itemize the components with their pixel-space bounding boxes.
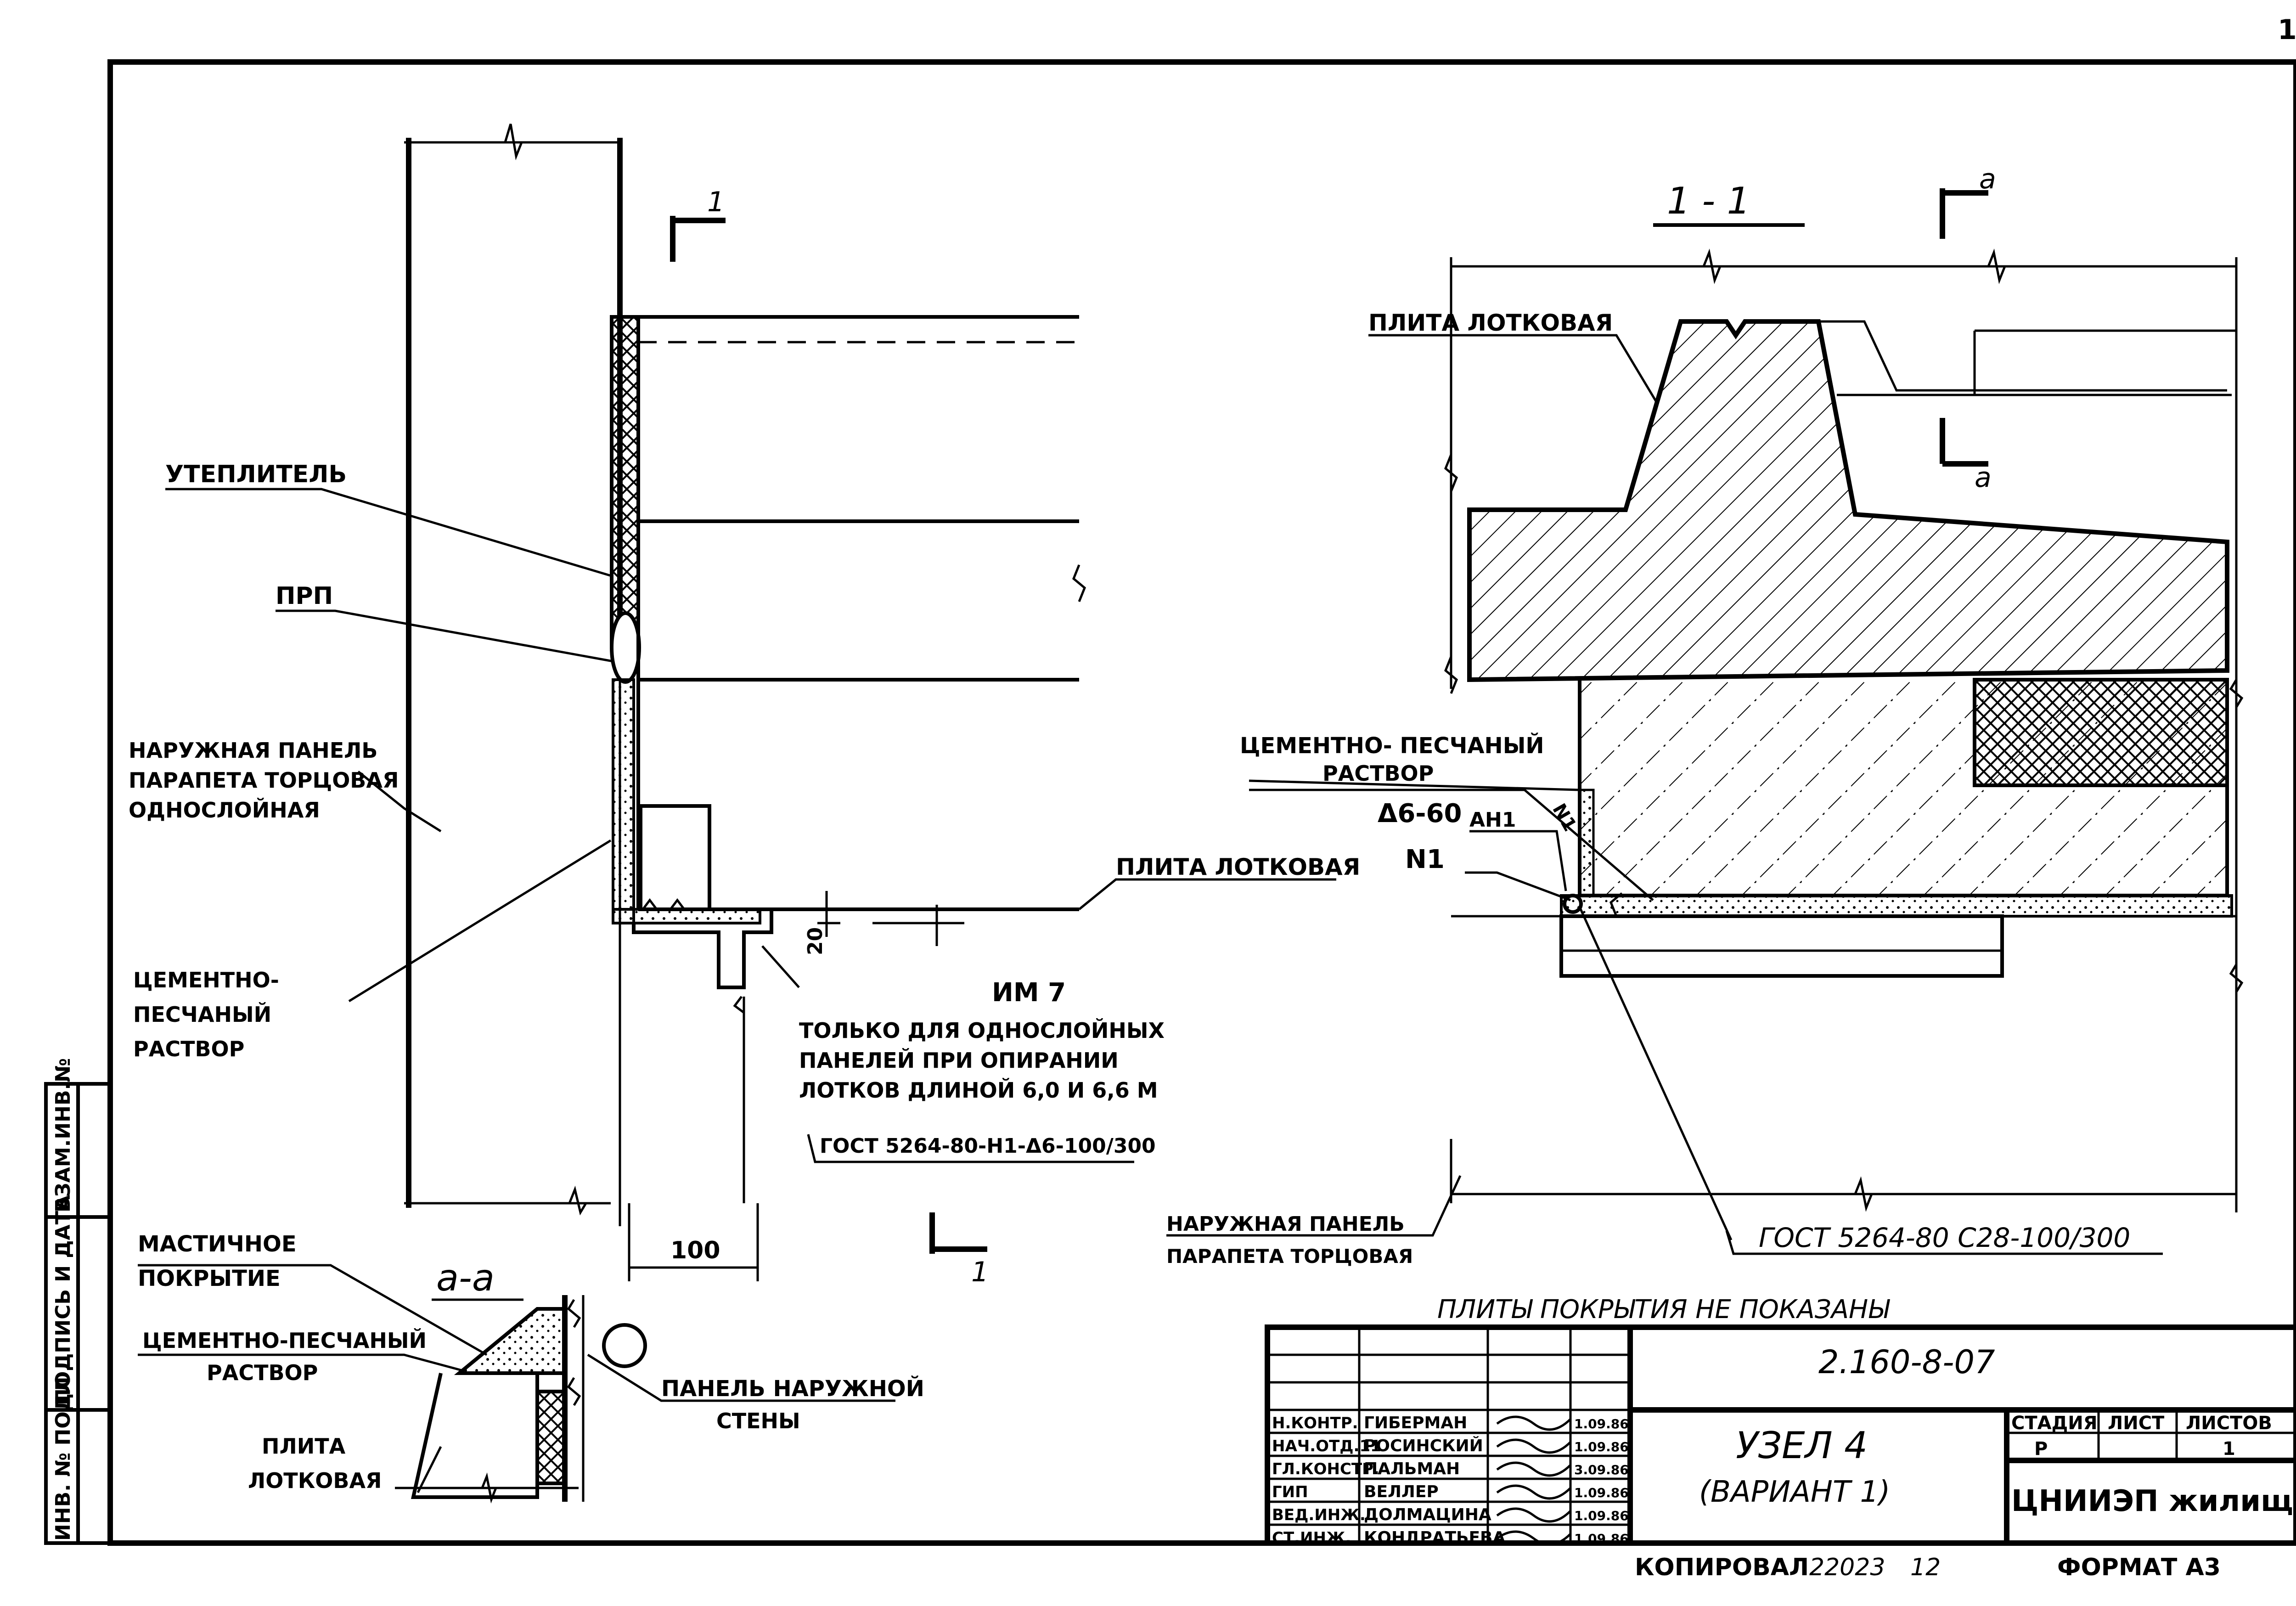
signer-date: 1.09.86 bbox=[1574, 1485, 1629, 1500]
stage-header: СТАДИЯ bbox=[2011, 1413, 2098, 1434]
signer-date: 1.09.86 bbox=[1574, 1439, 1629, 1454]
label-outer-panel-1: НАРУЖНАЯ ПАНЕЛЬ bbox=[129, 738, 377, 763]
label-mastic-1: МАСТИЧНОЕ bbox=[138, 1231, 297, 1257]
dim-100: 100 bbox=[670, 1237, 720, 1264]
format: ФОРМАТ А3 bbox=[2057, 1554, 2221, 1581]
stamp-inv-podl: ИНВ. № ПОДЛ bbox=[51, 1377, 75, 1541]
signer-date: 3.09.86 bbox=[1574, 1462, 1629, 1477]
signature-mark bbox=[1496, 1530, 1571, 1546]
ring-marker bbox=[602, 1323, 647, 1368]
right-view: 1 - 1 а а bbox=[1166, 163, 2244, 1268]
label-aa-cement-2: РАСТВОР bbox=[207, 1360, 318, 1385]
section-mark-a-mid: а bbox=[1975, 462, 1992, 494]
label-mastic-2: ПОКРЫТИЕ bbox=[138, 1266, 281, 1291]
label-cement-2: ПЕСЧАНЫЙ bbox=[133, 1002, 271, 1027]
detail-aa: а-а МАСТИЧНОЕ ПОКРЫТИЕ ЦЕМЕНТНО-ПЕСЧАНЫЙ… bbox=[138, 1231, 924, 1504]
copy-sheet: 12 bbox=[1910, 1554, 1941, 1581]
dim-20: 20 bbox=[804, 927, 827, 955]
signer-role: НАЧ.ОТД.11 bbox=[1272, 1437, 1381, 1455]
label-n1: N1 bbox=[1405, 845, 1445, 874]
stamp-vzam-inv: ВЗАМ.ИНВ.№ bbox=[51, 1058, 75, 1212]
signer-role: ГЛ.КОНСТР. bbox=[1272, 1460, 1379, 1478]
signer-date: 1.09.86 bbox=[1574, 1508, 1629, 1523]
label-im7: ИМ 7 bbox=[992, 978, 1066, 1008]
copied-by: КОПИРОВАЛ bbox=[1635, 1554, 1809, 1581]
label-weld-gost-right: ГОСТ 5264-80 С28-100/300 bbox=[1759, 1222, 2130, 1253]
signer-role: Н.КОНТР. bbox=[1272, 1414, 1358, 1432]
signer-role: ВЕД.ИНЖ. bbox=[1272, 1506, 1366, 1524]
signer-date: 1.09.86 bbox=[1574, 1531, 1629, 1546]
side-stamp: ИНВ. № ПОДЛ ПОДПИСЬ И ДАТА ВЗАМ.ИНВ.№ bbox=[44, 1058, 112, 1545]
stage-value: Р bbox=[2034, 1438, 2048, 1459]
title-line-2: (ВАРИАНТ 1) bbox=[1699, 1475, 1890, 1509]
signature-mark bbox=[1496, 1415, 1571, 1431]
signer-name: ВЕЛЛЕР bbox=[1364, 1482, 1439, 1501]
right-view-title: 1 - 1 bbox=[1667, 180, 1750, 222]
title-line-1: УЗЕЛ 4 bbox=[1736, 1424, 1868, 1467]
left-view: 20 100 1 1 УТЕПЛИТЕЛЬ ПРП НАРУЖНАЯ ПАНЕЛ… bbox=[129, 124, 1360, 1288]
label-an1: АН1 bbox=[1469, 808, 1516, 832]
label-insulation: УТЕПЛИТЕЛЬ bbox=[165, 461, 347, 488]
label-aa-slab-1: ПЛИТА bbox=[262, 1434, 346, 1459]
page-number: 11 bbox=[2278, 14, 2296, 46]
label-im7-note-1: ТОЛЬКО ДЛЯ ОДНОСЛОЙНЫХ bbox=[799, 1018, 1165, 1043]
label-right-cement-2: РАСТВОР bbox=[1322, 761, 1434, 786]
label-outer-panel-2: ПАРАПЕТА ТОРЦОВАЯ bbox=[129, 768, 399, 793]
label-aa-panel-2: СТЕНЫ bbox=[716, 1409, 800, 1433]
sheets-header: ЛИСТОВ bbox=[2186, 1413, 2272, 1434]
signer-name: ДОЛМАЦИНА bbox=[1364, 1505, 1491, 1524]
sheet-header: ЛИСТ bbox=[2108, 1413, 2165, 1434]
signer-name: ГИБЕРМАН bbox=[1364, 1414, 1467, 1432]
label-im7-note-3: ЛОТКОВ ДЛИНОЙ 6,0 И 6,6 М bbox=[799, 1078, 1158, 1103]
label-im7-note-2: ПАНЕЛЕЙ ПРИ ОПИРАНИИ bbox=[799, 1048, 1119, 1073]
signer-name: РОСИНСКИЙ bbox=[1364, 1436, 1483, 1455]
label-right-outer-panel-2: ПАРАПЕТА ТОРЦОВАЯ bbox=[1166, 1245, 1413, 1268]
signer-name: ПАЛЬМАН bbox=[1364, 1459, 1460, 1478]
doc-code: 2.160-8-07 bbox=[1818, 1343, 1995, 1381]
label-right-cement-1: ЦЕМЕНТНО- ПЕСЧАНЫЙ bbox=[1240, 733, 1544, 759]
signer-name: КОНДРАТЬЕВА bbox=[1364, 1528, 1505, 1547]
section-mark-bottom: 1 bbox=[971, 1256, 989, 1288]
label-outer-panel-3: ОДНОСЛОЙНАЯ bbox=[129, 798, 320, 823]
sheets-value: 1 bbox=[2223, 1438, 2235, 1459]
sheet-frame bbox=[107, 59, 2296, 1546]
copy-number: 22023 bbox=[1809, 1554, 1885, 1581]
insulation-layer bbox=[610, 315, 640, 649]
org-name: ЦНИИЭП жилища bbox=[2011, 1484, 2296, 1518]
signer-role: ГИП bbox=[1272, 1483, 1308, 1501]
label-right-outer-panel-1: НАРУЖНАЯ ПАНЕЛЬ bbox=[1166, 1212, 1405, 1236]
label-tray-slab: ПЛИТА ЛОТКОВАЯ bbox=[1116, 854, 1360, 880]
signature-mark bbox=[1496, 1461, 1571, 1477]
signature-mark bbox=[1496, 1507, 1571, 1523]
prp-seal bbox=[610, 611, 641, 684]
signer-role: СТ.ИНЖ. bbox=[1272, 1529, 1351, 1547]
label-n1-rotated: N1 bbox=[1548, 800, 1580, 835]
label-aa-cement-1: ЦЕМЕНТНО-ПЕСЧАНЫЙ bbox=[142, 1328, 427, 1353]
stamp-sign-date: ПОДПИСЬ И ДАТА bbox=[51, 1195, 75, 1405]
signature-mark bbox=[1496, 1484, 1571, 1500]
signature-mark bbox=[1496, 1438, 1571, 1454]
label-aa-slab-2: ЛОТКОВАЯ bbox=[248, 1468, 382, 1493]
label-aa-panel-1: ПАНЕЛЬ НАРУЖНОЙ bbox=[661, 1375, 924, 1402]
label-cement-3: РАСТВОР bbox=[133, 1037, 244, 1061]
label-right-tray-slab: ПЛИТА ЛОТКОВАЯ bbox=[1368, 310, 1613, 336]
insulation-block bbox=[1973, 678, 2229, 787]
detail-aa-title: а-а bbox=[436, 1257, 495, 1299]
label-prp: ПРП bbox=[276, 582, 333, 610]
label-weld-gost-left: ГОСТ 5264-80-Н1-Δ6-100/300 bbox=[820, 1134, 1156, 1158]
signer-date: 1.09.86 bbox=[1574, 1416, 1629, 1431]
label-cement-1: ЦЕМЕНТНО- bbox=[133, 968, 279, 992]
label-delta: Δ6-60 bbox=[1378, 799, 1462, 828]
note-not-shown: ПЛИТЫ ПОКРЫТИЯ НЕ ПОКАЗАНЫ bbox=[1437, 1295, 1890, 1324]
section-mark-top: 1 bbox=[707, 186, 725, 218]
section-mark-a-top: а bbox=[1979, 163, 1996, 195]
tray-slab-section bbox=[1467, 319, 2229, 682]
